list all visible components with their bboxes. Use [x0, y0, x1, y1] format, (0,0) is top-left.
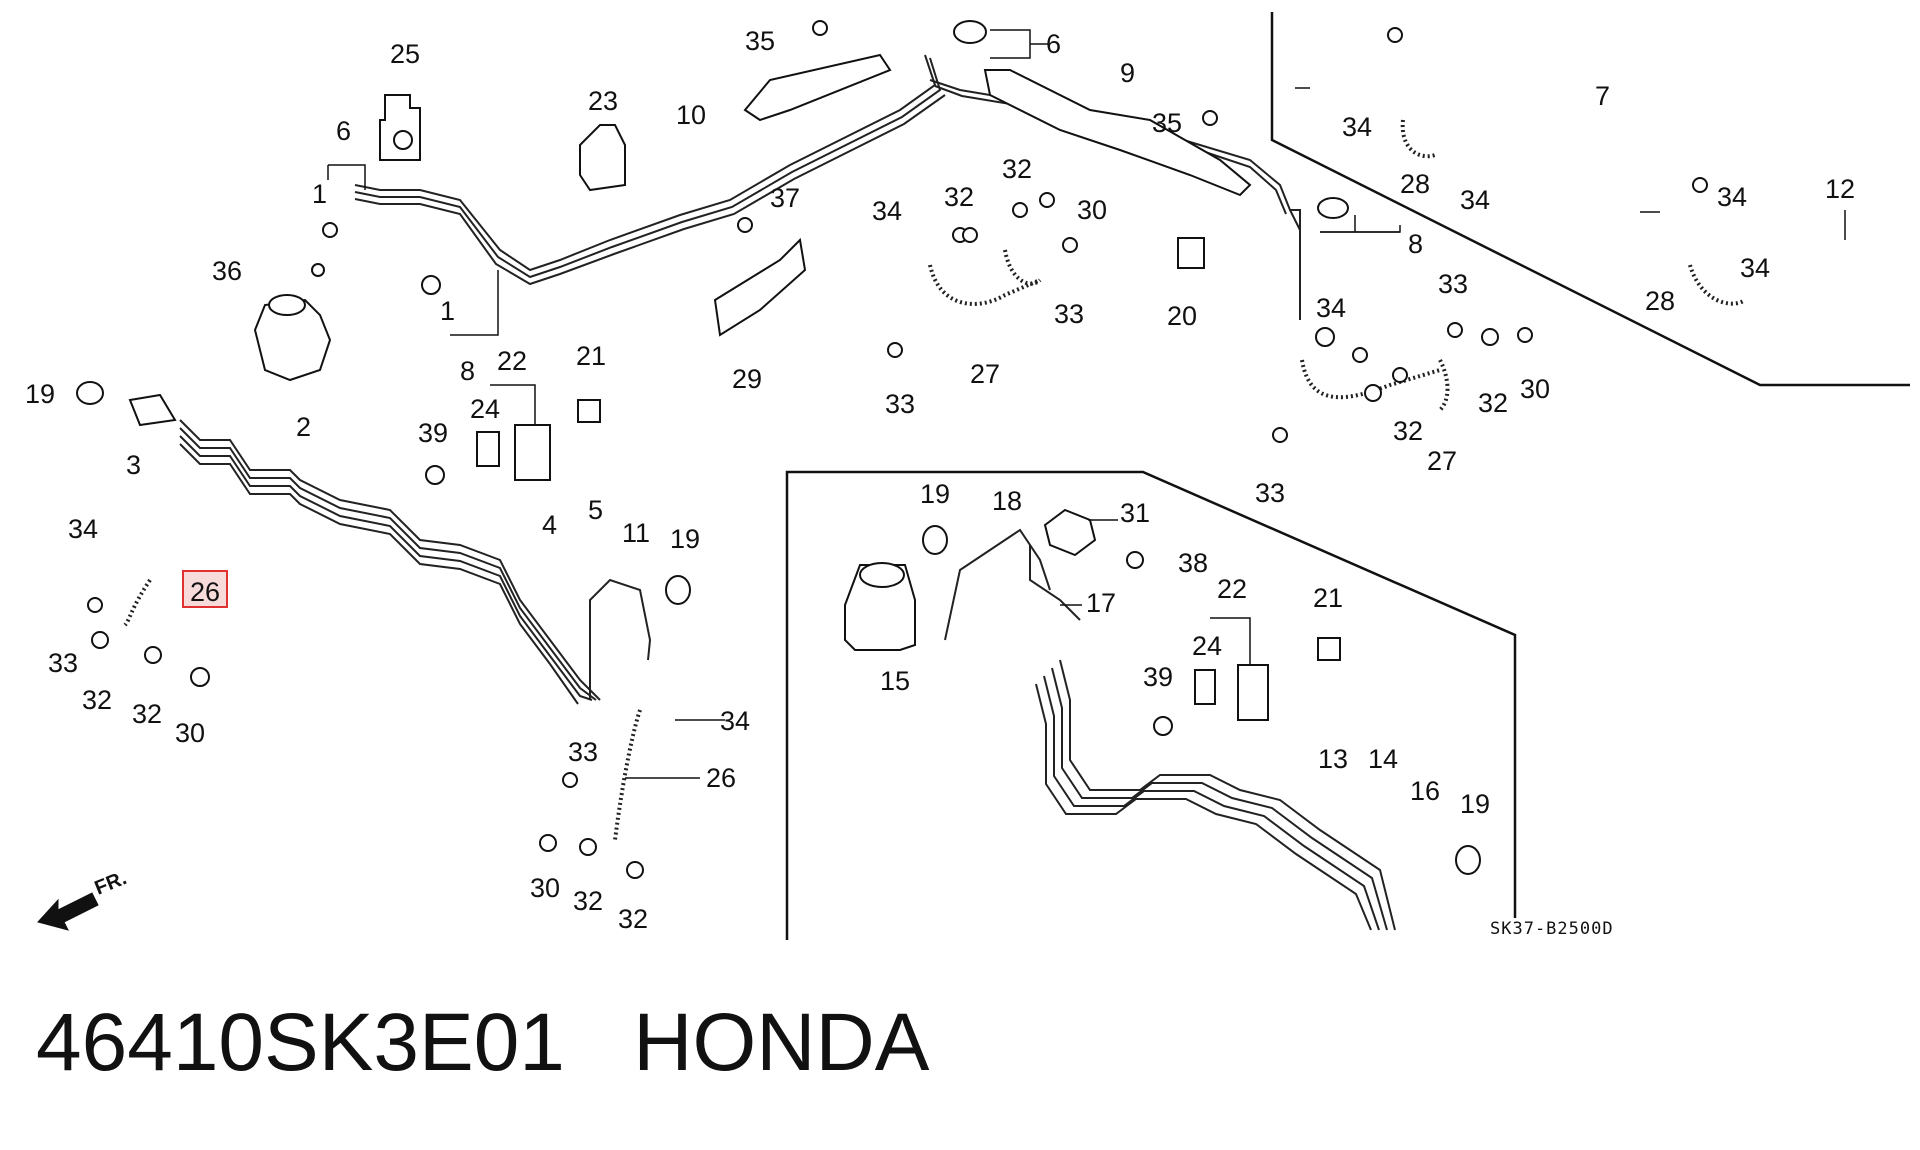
highlight-box-26 [182, 570, 228, 608]
callout-39: 39 [418, 418, 448, 448]
callout-7: 7 [1595, 81, 1610, 111]
front-direction-arrow: FR. [37, 867, 130, 931]
callout-10: 10 [676, 100, 706, 130]
callout-5: 5 [588, 495, 603, 525]
callout-15: 15 [880, 666, 910, 696]
brake-pipe-inset-bundle [944, 528, 1396, 931]
parts-diagram: 25 23 35 10 6 9 35 7 34 28 34 6 1 36 1 8… [25, 12, 1910, 940]
callout-33: 33 [1054, 299, 1084, 329]
callout-37: 37 [770, 183, 800, 213]
callout-38: 38 [1178, 548, 1208, 578]
callout-32: 32 [573, 886, 603, 916]
callout-30: 30 [530, 873, 560, 903]
callout-28: 28 [1645, 286, 1675, 316]
callout-19: 19 [670, 524, 700, 554]
callout-28: 28 [1400, 169, 1430, 199]
callout-17: 17 [1086, 588, 1116, 618]
callout-32: 32 [1002, 154, 1032, 184]
callout-16: 16 [1410, 776, 1440, 806]
callout-33: 33 [568, 737, 598, 767]
callout-35: 35 [745, 26, 775, 56]
callout-32: 32 [618, 904, 648, 934]
frame-lines [785, 12, 1910, 940]
callout-21: 21 [576, 341, 606, 371]
callout-11: 11 [622, 518, 650, 548]
callout-29: 29 [732, 364, 762, 394]
callout-33: 33 [1438, 269, 1468, 299]
fasteners [87, 20, 1708, 879]
caption-gap [565, 997, 633, 1088]
components [76, 20, 1481, 875]
callout-labels: 25 23 35 10 6 9 35 7 34 28 34 6 1 36 1 8… [25, 26, 1855, 934]
callout-25: 25 [390, 39, 420, 69]
callout-34: 34 [1460, 185, 1490, 215]
callout-36: 36 [212, 256, 242, 286]
callout-22: 22 [497, 346, 527, 376]
callout-32: 32 [132, 699, 162, 729]
brake-hoses [123, 119, 1747, 841]
direction-label: FR. [92, 867, 130, 899]
callout-22: 22 [1217, 574, 1247, 604]
callout-27: 27 [970, 359, 1000, 389]
brand-name: HONDA [633, 997, 930, 1088]
callout-30: 30 [1520, 374, 1550, 404]
callout-26: 26 [190, 577, 220, 607]
callout-6: 6 [1046, 29, 1061, 59]
callout-13: 13 [1318, 744, 1348, 774]
callout-19: 19 [920, 479, 950, 509]
callout-33: 33 [1255, 478, 1285, 508]
callout-8: 8 [460, 356, 475, 386]
drawing-code: SK37-B2500D [1490, 919, 1614, 939]
callout-34: 34 [1316, 293, 1346, 323]
callout-30: 30 [175, 718, 205, 748]
callout-34: 34 [1342, 112, 1372, 142]
callout-2: 2 [296, 412, 311, 442]
callout-34: 34 [1717, 182, 1747, 212]
callout-26: 26 [706, 763, 736, 793]
caption: 46410SK3E01 HONDA [36, 1002, 929, 1084]
callout-4: 4 [542, 510, 557, 540]
callout-1: 1 [440, 296, 455, 326]
callout-34: 34 [1740, 253, 1770, 283]
callout-9: 9 [1120, 58, 1135, 88]
callout-34: 34 [872, 196, 902, 226]
callout-33: 33 [48, 648, 78, 678]
callout-33: 33 [885, 389, 915, 419]
callout-23: 23 [588, 86, 618, 116]
callout-20: 20 [1167, 301, 1197, 331]
part-number: 46410SK3E01 [36, 997, 565, 1088]
callout-19: 19 [25, 379, 55, 409]
callout-6: 6 [336, 116, 351, 146]
callout-12: 12 [1825, 174, 1855, 204]
callout-32: 32 [944, 182, 974, 212]
callout-21: 21 [1313, 583, 1343, 613]
leader-lines [327, 29, 1846, 779]
callout-39: 39 [1143, 662, 1173, 692]
callout-8: 8 [1408, 229, 1423, 259]
brake-pipe-left-bundle [179, 419, 652, 705]
callout-1: 1 [312, 179, 327, 209]
callout-18: 18 [992, 486, 1022, 516]
callout-32: 32 [1478, 388, 1508, 418]
callout-27: 27 [1427, 446, 1457, 476]
callout-32: 32 [82, 685, 112, 715]
callout-14: 14 [1368, 744, 1398, 774]
callout-34: 34 [68, 514, 98, 544]
callout-31: 31 [1120, 498, 1150, 528]
callout-34: 34 [720, 706, 750, 736]
callout-24: 24 [1192, 631, 1222, 661]
callout-19: 19 [1460, 789, 1490, 819]
callout-32: 32 [1393, 416, 1423, 446]
callout-35: 35 [1152, 108, 1182, 138]
callout-30: 30 [1077, 195, 1107, 225]
callout-3: 3 [126, 450, 141, 480]
callout-24: 24 [470, 394, 500, 424]
